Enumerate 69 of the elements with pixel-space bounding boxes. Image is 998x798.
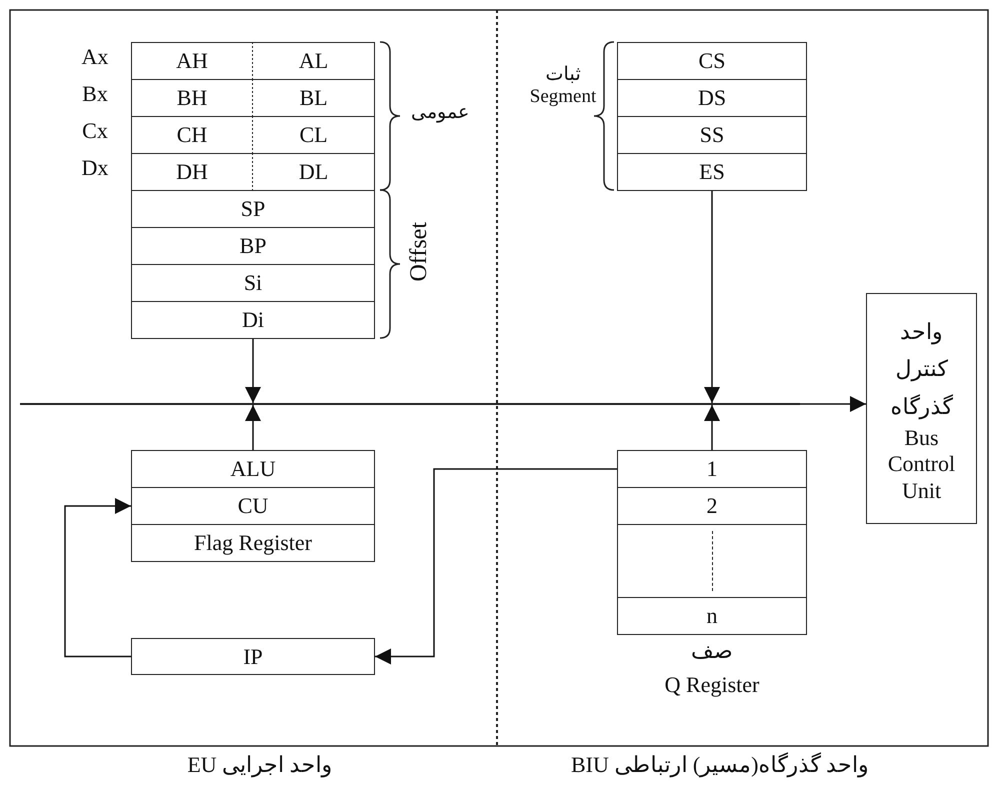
cell-label: DS bbox=[698, 85, 726, 111]
unit-caption: واحد اجرایی EU bbox=[186, 752, 334, 778]
register-box bbox=[131, 638, 375, 675]
register-name: Ax bbox=[80, 44, 110, 70]
register-cell bbox=[253, 79, 375, 117]
cell-label: Bus Control Unit bbox=[886, 425, 956, 504]
unit-caption: واحد گذرگاه(مسیر) ارتباطی BIU bbox=[570, 752, 870, 778]
register-name: Bx bbox=[81, 81, 109, 107]
register-cell bbox=[131, 79, 254, 117]
register-cell bbox=[131, 264, 375, 302]
register-cell bbox=[617, 487, 807, 525]
cell-label: BL bbox=[299, 85, 328, 111]
cell-label: واحد کنترل گذرگاه bbox=[890, 318, 954, 422]
cell-label: CU bbox=[238, 493, 268, 519]
cell-label: n bbox=[706, 603, 718, 629]
cell-label: BH bbox=[176, 85, 208, 111]
brace-label: عمومی bbox=[410, 101, 470, 124]
arrow bbox=[704, 191, 720, 403]
register-cell bbox=[617, 42, 807, 80]
register-cell bbox=[253, 116, 375, 154]
cell-label: SS bbox=[700, 122, 724, 148]
register-cell bbox=[253, 153, 375, 191]
register-cell bbox=[131, 190, 375, 228]
unit-cell bbox=[131, 524, 375, 562]
register-cell bbox=[131, 116, 254, 154]
register-name: Q Register bbox=[664, 672, 760, 698]
register-cell bbox=[617, 116, 807, 154]
arrow bbox=[64, 498, 131, 658]
register-cell bbox=[617, 153, 807, 191]
register-cell bbox=[617, 79, 807, 117]
cell-label: Si bbox=[244, 270, 262, 296]
arrow bbox=[375, 468, 617, 664]
cell-label: ES bbox=[699, 159, 725, 185]
cell-label: BP bbox=[240, 233, 266, 259]
cell-label: 1 bbox=[706, 456, 718, 482]
cell-label: CL bbox=[299, 122, 328, 148]
arrow bbox=[245, 339, 261, 403]
unit-cell bbox=[131, 487, 375, 525]
brace-label: ثبات Segment bbox=[528, 63, 598, 108]
cell-label: CS bbox=[698, 48, 726, 74]
brace-label: Offset bbox=[406, 222, 433, 282]
register-cell bbox=[617, 524, 807, 598]
cell-label: AL bbox=[298, 48, 328, 74]
register-name: Cx bbox=[81, 118, 109, 144]
unit-cell bbox=[131, 450, 375, 488]
cell-label: DH bbox=[176, 159, 208, 185]
arrow bbox=[704, 405, 720, 450]
arrow bbox=[245, 405, 261, 450]
cell-label: ALU bbox=[230, 456, 276, 482]
cell-label: AH bbox=[176, 48, 208, 74]
control-unit-box bbox=[866, 293, 977, 524]
register-cell bbox=[253, 42, 375, 80]
cell-label: SP bbox=[240, 196, 266, 222]
cell-label: Di bbox=[242, 307, 264, 333]
register-cell bbox=[131, 301, 375, 339]
cell-label: IP bbox=[243, 644, 263, 670]
register-cell bbox=[617, 597, 807, 635]
register-name: صف bbox=[690, 638, 734, 664]
register-cell bbox=[131, 227, 375, 265]
register-cell bbox=[131, 42, 254, 80]
arrow bbox=[800, 396, 866, 412]
register-name: Dx bbox=[80, 155, 110, 181]
cell-label: 2 bbox=[706, 493, 718, 519]
register-cell bbox=[617, 450, 807, 488]
cell-label: CH bbox=[176, 122, 208, 148]
cell-label: Flag Register bbox=[194, 530, 312, 556]
cell-label: DL bbox=[298, 159, 328, 185]
bus-line bbox=[20, 403, 800, 405]
register-cell bbox=[131, 153, 254, 191]
